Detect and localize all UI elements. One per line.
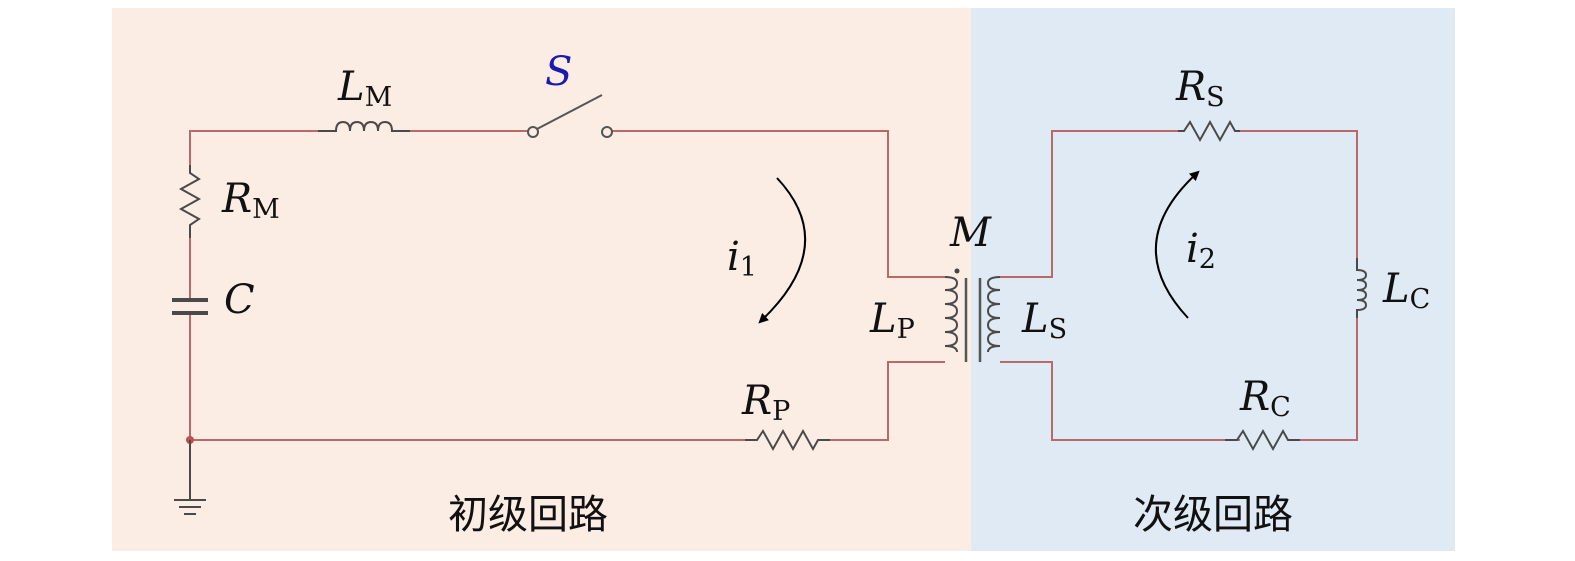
primary-wires bbox=[189, 130, 945, 441]
label-lm: LM bbox=[337, 64, 392, 113]
label-lp: LP bbox=[869, 296, 915, 345]
label-c: C bbox=[224, 277, 255, 323]
resistor-rs bbox=[1178, 119, 1240, 143]
caption-primary-circuit: 初级回路 bbox=[448, 492, 608, 538]
label-i2: i2 bbox=[1186, 226, 1216, 275]
label-m: M bbox=[949, 210, 992, 256]
label-ls: LS bbox=[1021, 296, 1067, 345]
resistor-rm bbox=[178, 165, 202, 238]
caption-secondary-circuit: 次级回路 bbox=[1133, 492, 1293, 538]
label-rp: RP bbox=[741, 378, 790, 427]
ground-icon bbox=[174, 440, 206, 515]
secondary-circuit-region bbox=[971, 8, 1455, 551]
label-rm: RM bbox=[221, 176, 280, 225]
current-arrow-i1 bbox=[758, 177, 807, 324]
label-rc: RC bbox=[1239, 374, 1291, 423]
label-s: S bbox=[545, 49, 572, 95]
inductor-lm bbox=[318, 120, 410, 132]
current-arrow-i2 bbox=[1155, 170, 1200, 319]
label-rs: RS bbox=[1175, 64, 1225, 113]
switch-s bbox=[527, 94, 613, 138]
secondary-wires bbox=[1000, 130, 1358, 441]
transformer bbox=[944, 268, 1001, 362]
resistor-rc bbox=[1225, 428, 1300, 452]
resistor-rp bbox=[745, 428, 830, 452]
label-i1: i1 bbox=[727, 234, 757, 283]
primary-circuit-region bbox=[112, 8, 971, 551]
inductor-lc bbox=[1356, 258, 1368, 318]
label-lc: LC bbox=[1382, 266, 1430, 315]
capacitor-c bbox=[172, 298, 208, 315]
